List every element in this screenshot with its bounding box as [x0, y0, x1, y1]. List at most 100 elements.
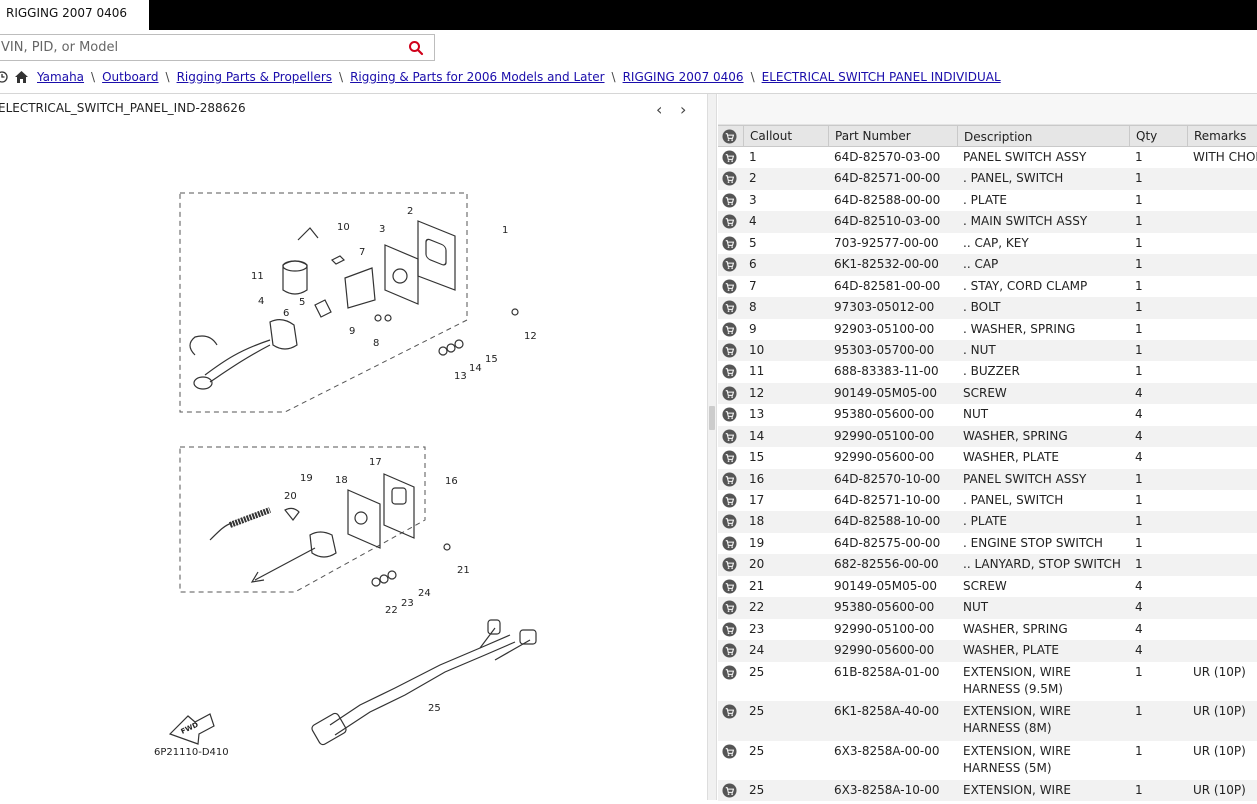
add-to-cart-button[interactable]: [718, 554, 743, 575]
cart-icon[interactable]: [722, 279, 737, 294]
add-to-cart-button[interactable]: [718, 297, 743, 318]
breadcrumb-rigging-2006[interactable]: Rigging & Parts for 2006 Models and Late…: [350, 70, 605, 84]
breadcrumb-rigging-parts[interactable]: Rigging Parts & Propellers: [176, 70, 333, 84]
next-diagram-button[interactable]: ›: [680, 100, 687, 119]
cart-icon[interactable]: [722, 743, 737, 759]
header-qty[interactable]: Qty: [1129, 126, 1187, 146]
add-to-cart-button[interactable]: [718, 168, 743, 189]
add-to-cart-button[interactable]: [718, 319, 743, 340]
cart-icon[interactable]: [722, 704, 737, 719]
tab-rigging[interactable]: RIGGING 2007 0406: [0, 0, 149, 30]
add-to-cart-button[interactable]: [718, 361, 743, 382]
add-to-cart-button[interactable]: [718, 404, 743, 425]
add-to-cart-button[interactable]: [718, 741, 743, 781]
cart-icon[interactable]: [722, 236, 737, 251]
breadcrumb-current[interactable]: ELECTRICAL SWITCH PANEL INDIVIDUAL: [761, 70, 1001, 84]
add-to-cart-button[interactable]: [718, 190, 743, 211]
cart-icon[interactable]: [722, 472, 737, 487]
add-to-cart-button[interactable]: [718, 447, 743, 468]
add-to-cart-button[interactable]: [718, 276, 743, 297]
search-icon[interactable]: [408, 40, 424, 56]
breadcrumb-rigging-2007[interactable]: RIGGING 2007 0406: [622, 70, 744, 84]
add-to-cart-button[interactable]: [718, 597, 743, 618]
cart-icon[interactable]: [722, 536, 737, 551]
breadcrumb-yamaha[interactable]: Yamaha: [37, 70, 85, 84]
add-to-cart-button[interactable]: [718, 233, 743, 254]
cart-icon[interactable]: [722, 429, 737, 444]
add-to-cart-button[interactable]: [718, 662, 743, 702]
cart-icon[interactable]: [722, 300, 737, 315]
cart-icon[interactable]: [722, 493, 737, 508]
cart-icon[interactable]: [722, 193, 737, 208]
home-icon[interactable]: [14, 70, 29, 84]
add-to-cart-button[interactable]: [718, 701, 743, 741]
search-input[interactable]: [0, 35, 399, 60]
cart-icon[interactable]: [722, 321, 737, 337]
cart-icon[interactable]: [722, 579, 737, 594]
cart-icon[interactable]: [722, 343, 737, 358]
cart-icon[interactable]: [722, 600, 737, 615]
add-to-cart-button[interactable]: [718, 576, 743, 597]
cart-icon[interactable]: [722, 364, 737, 379]
header-part-number[interactable]: Part Number: [828, 126, 957, 146]
breadcrumb-outboard[interactable]: Outboard: [102, 70, 159, 84]
cart-icon[interactable]: [722, 171, 737, 186]
header-remarks[interactable]: Remarks: [1187, 126, 1257, 146]
cart-icon[interactable]: [722, 643, 737, 658]
cart-icon[interactable]: [722, 407, 737, 422]
add-to-cart-button[interactable]: [718, 254, 743, 275]
cart-icon[interactable]: [722, 150, 737, 165]
add-to-cart-button[interactable]: [718, 780, 743, 801]
cart-icon[interactable]: [722, 664, 737, 680]
add-to-cart-button[interactable]: [718, 490, 743, 511]
cart-icon[interactable]: [722, 257, 737, 272]
prev-diagram-button[interactable]: ‹: [656, 100, 663, 119]
header-description[interactable]: Description: [957, 126, 1129, 146]
cart-icon[interactable]: [722, 783, 737, 798]
add-to-cart-button[interactable]: [718, 619, 743, 640]
header-callout[interactable]: Callout: [743, 126, 828, 146]
add-to-cart-button[interactable]: [718, 511, 743, 532]
splitter-grip[interactable]: [709, 406, 715, 430]
add-to-cart-button[interactable]: [718, 640, 743, 661]
cart-icon[interactable]: [722, 386, 737, 401]
cart-icon[interactable]: [722, 129, 737, 144]
add-to-cart-button[interactable]: [718, 340, 743, 361]
add-to-cart-button[interactable]: [718, 211, 743, 232]
add-to-cart-button[interactable]: [718, 147, 743, 168]
cart-icon[interactable]: [722, 557, 737, 572]
add-to-cart-button[interactable]: [718, 469, 743, 490]
parts-diagram[interactable]: 1 2 3 4 5 6 7 8 9 10 11 12 13 14 15 16 1…: [0, 122, 706, 800]
cart-icon[interactable]: [722, 514, 737, 529]
history-icon[interactable]: [0, 71, 8, 83]
cart-icon[interactable]: [722, 214, 737, 229]
add-to-cart-button[interactable]: [718, 383, 743, 404]
pane-splitter[interactable]: [707, 94, 717, 800]
cart-icon[interactable]: [722, 450, 737, 465]
